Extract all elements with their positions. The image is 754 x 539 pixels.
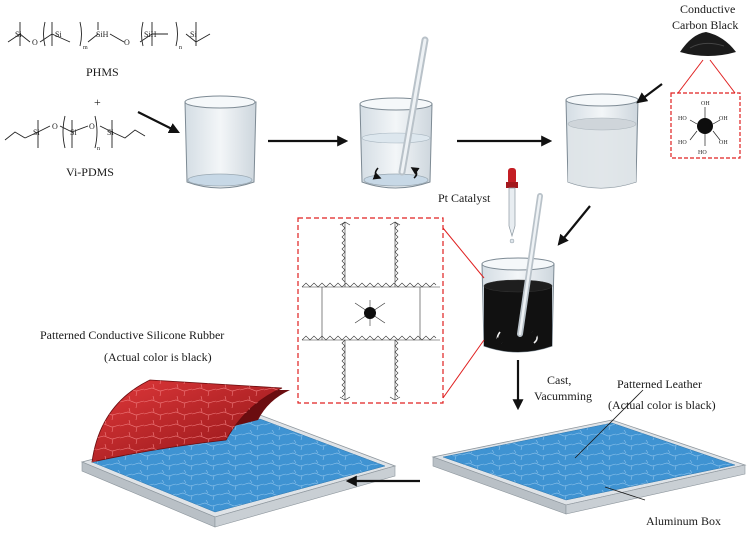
leather-aluminum-box <box>431 389 747 515</box>
arrow-from-carbon <box>636 83 663 104</box>
arrow-to-beaker1 <box>137 111 180 133</box>
si-atom: Si <box>70 128 77 137</box>
vi-pdms-atoms: Si O Si O n Si <box>33 122 114 152</box>
aluminum-box-label: Aluminum Box <box>646 514 722 528</box>
vi-pdms-structure <box>4 115 146 149</box>
phms-structure <box>7 21 211 47</box>
o-atom: O <box>89 122 95 131</box>
phms-atoms: Si O Si m SiH O SiH n Si <box>15 30 197 51</box>
vi-pdms-label: Vi-PDMS <box>66 165 114 179</box>
si-atom: Si <box>33 128 40 137</box>
si-atom: Si <box>15 30 22 39</box>
si-atom: Si <box>190 30 197 39</box>
beaker-empty <box>184 95 257 189</box>
dropper <box>506 168 518 244</box>
beaker-stirring <box>359 36 433 189</box>
carbon-black-hydroxyls: OH HO OH HO OH HO <box>678 101 728 156</box>
si-atom: Si <box>107 128 114 137</box>
leather-label-line2: (Actual color is black) <box>608 398 716 412</box>
o-atom: O <box>124 38 130 47</box>
arrow-to-beaker4 <box>557 205 591 246</box>
o-atom: O <box>52 122 58 131</box>
conductive-carbon-black-label-line1: Conductive <box>680 2 736 16</box>
carbon-black-pile <box>677 32 736 94</box>
o-atom: O <box>32 38 38 47</box>
svg-text:OH: OH <box>719 116 728 122</box>
process-arrows <box>137 83 663 487</box>
silicone-rubber-label-line2: (Actual color is black) <box>104 350 212 364</box>
subscript-n: n <box>97 146 100 152</box>
beaker-filled <box>565 93 639 189</box>
carbon-particle <box>697 118 713 134</box>
svg-text:OH: OH <box>701 101 710 107</box>
beaker-black-mixture <box>481 193 555 353</box>
phms-label: PHMS <box>86 65 119 79</box>
si-atom: Si <box>55 30 62 39</box>
subscript-m: m <box>83 45 88 51</box>
leather-surface <box>442 422 736 501</box>
sih-atom: SiH <box>96 30 109 39</box>
crosslinked-network-box <box>297 217 485 404</box>
conductive-carbon-black-label-line2: Carbon Black <box>672 18 739 32</box>
silicone-rubber-label-line1: Patterned Conductive Silicone Rubber <box>40 328 225 342</box>
leather-label-line1: Patterned Leather <box>617 377 702 391</box>
carbon-particle <box>364 307 376 319</box>
carbon-black-detail-box <box>670 92 741 159</box>
subscript-n: n <box>179 45 182 51</box>
svg-text:HO: HO <box>678 116 687 122</box>
svg-text:OH: OH <box>719 140 728 146</box>
stir-arrow <box>372 167 382 180</box>
pt-catalyst-label: Pt Catalyst <box>438 191 491 205</box>
cast-label-line2: Vacumming <box>534 389 592 403</box>
cast-label-line1: Cast, <box>547 373 572 387</box>
sih-atom: SiH <box>144 30 157 39</box>
svg-text:HO: HO <box>678 140 687 146</box>
svg-text:HO: HO <box>698 150 707 156</box>
plus-sign: + <box>94 95 101 109</box>
